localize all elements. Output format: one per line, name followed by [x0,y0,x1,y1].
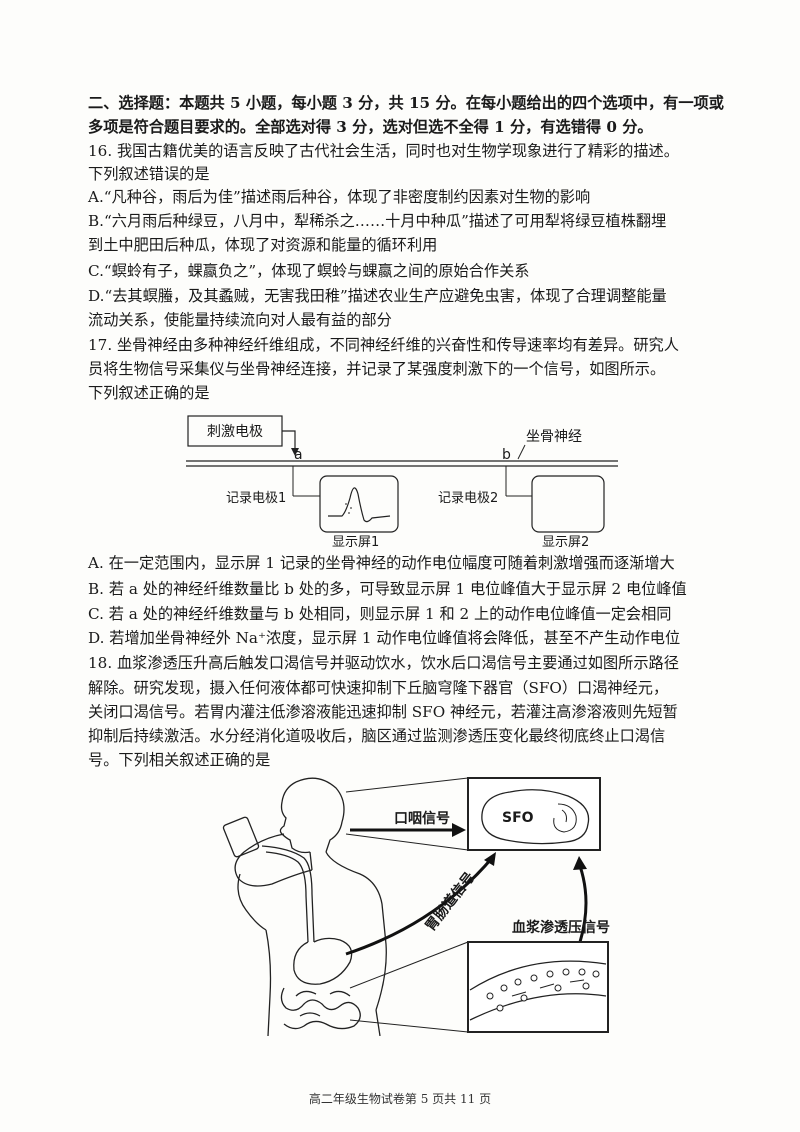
q16-option-a: A.“凡种谷，雨后为佳”描述雨后种谷，体现了非密度制约因素对生物的影响 [88,188,591,206]
q17-nerve-diagram: 刺激电极 坐骨神经 a b 记录电极1 显示屏1 记录电极2 显示屏2 [186,415,618,550]
cerebellum-sketch [553,803,577,833]
vessel-zoom-line-bottom [349,1019,469,1033]
q17-stem-line3: 下列叙述正确的是 [88,384,210,402]
q16-option-b-line2: 到土中肥田后种瓜，体现了对资源和能量的循环利用 [88,236,438,254]
stimulus-electrode-label: 刺激电极 [207,423,263,440]
q17-stem-line2: 员将生物信号采集仪与坐骨神经连接，并记录了某强度刺激下的一个信号，如图所示。 [88,360,666,378]
screen2-label: 显示屏2 [542,535,589,550]
zoom-line-top [345,777,469,793]
drinking-person-illustration [222,777,387,1036]
brain-sagittal-outline [481,789,590,845]
q16-stem-line2: 下列叙述错误的是 [88,165,210,183]
sfo-label: SFO [502,810,534,826]
gut-signal-arrowhead [484,852,496,866]
q16-option-d-line1: D.“去其螟螣，及其蟊贼，无害我田稚”描述农业生产应避免虫害，体现了合理调整能量 [88,287,667,305]
plasma-signal-label: 血浆渗透压信号 [512,919,610,936]
q16-option-c: C.“螟蛉有子，蜾蠃负之”，体现了螟蛉与蜾蠃之间的原始合作关系 [88,262,530,280]
q17-option-b: B. 若 a 处的神经纤维数量比 b 处的多，可导致显示屏 1 电位峰值大于显示… [88,580,687,598]
section-heading-line1: 二、选择题：本题共 5 小题，每小题 3 分，共 15 分。在每小题给出的四个选… [88,94,724,112]
q17-option-d: D. 若增加坐骨神经外 Na⁺浓度，显示屏 1 动作电位峰值将会降低，甚至不产生… [88,629,681,647]
q17-option-a: A. 在一定范围内，显示屏 1 记录的坐骨神经的动作电位幅度可随着刺激增强而逐渐… [88,554,675,572]
point-a-label: a [294,447,303,463]
point-b-label: b [502,447,511,463]
flow-arrows [511,979,585,997]
trace-dot [350,507,352,509]
blood-cells [486,968,600,1012]
oral-signal-label: 口咽信号 [394,810,450,827]
q16-stem-line1: 16. 我国古籍优美的语言反映了古代社会生活，同时也对生物学现象进行了精彩的描述… [88,142,679,160]
vessel-wall-upper [469,960,607,991]
vessel-zoom-line-top [349,941,469,989]
page-footer: 高二年级生物试卷第 5 页共 11 页 [308,1092,492,1106]
screen1-box [319,475,399,533]
q17-option-c: C. 若 a 处的神经纤维数量与 b 处相同，则显示屏 1 和 2 上的动作电位… [88,605,672,623]
q16-option-d-line2: 流动关系，使能量持续流向对人最有益的部分 [88,311,392,329]
q18-stem-line5: 号。下列相关叙述正确的是 [88,751,271,769]
nerve-pointer [517,444,526,460]
screen2-box [531,475,605,533]
vessel-wall-lower [469,993,607,1021]
sciatic-nerve-label: 坐骨神经 [526,429,582,445]
q18-stem-line4: 抑制后持续激活。水分经消化道吸收后，脑区通过监测渗透压变化最终彻底终止口渴信 [88,727,666,745]
q17-stem-line1: 17. 坐骨神经由多种神经纤维组成，不同神经纤维的兴奋性和传导速率均有差异。研究… [88,336,679,354]
electrode1-label: 记录电极1 [226,491,286,506]
gut-signal-arrow-shaft [345,857,494,956]
stimulus-arrow [291,448,299,456]
sfo-brain-box [467,777,601,851]
electrode2-label: 记录电极2 [438,491,498,506]
zoom-line-bottom [345,833,469,851]
q18-stem-line2: 解除。研究发现，摄入任何液体都可快速抑制下丘脑穹隆下器官（SFO）口渴神经元， [88,679,669,697]
trace-dot [345,503,347,505]
q18-stem-line3: 关闭口渴信号。若胃内灌注低渗溶液能迅速抑制 SFO 神经元，若灌注高渗溶液则先短… [88,703,678,721]
gut-signal-label: 胃肠道信号 [422,869,478,935]
plasma-signal-arrowhead [573,856,587,870]
stimulus-lead-wire [282,430,296,452]
plasma-signal-arrow-shaft [578,865,588,943]
oral-signal-arrowhead [452,823,466,837]
screen1-label: 显示屏1 [332,535,379,550]
q18-stem-line1: 18. 血浆渗透压升高后触发口渴信号并驱动饮水，饮水后口渴信号主要通过如图所示路… [88,654,679,672]
q16-option-b-line1: B.“六月雨后种绿豆，八月中，犁稀杀之……十月中种瓜”描述了可用犁将绿豆植株翻埋 [88,212,667,230]
trace-dot [348,512,350,514]
screen1-action-potential-trace [328,487,391,523]
q18-thirst-pathway-diagram: SFO 口咽信号 胃肠道信号 血浆渗透压信号 [222,777,610,1036]
section-heading-line2: 多项是符合题目要求的。全部选对得 3 分，选对但选不全得 1 分，有选错得 0 … [88,118,653,136]
